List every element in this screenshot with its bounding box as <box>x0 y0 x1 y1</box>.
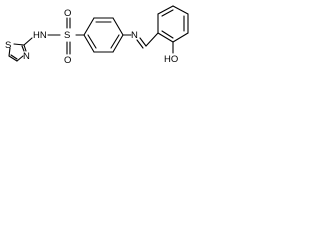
bond-thiazole-nh <box>23 37 33 46</box>
bond-ch-phenol <box>145 32 159 47</box>
benzene-bond-3 <box>112 17 124 36</box>
benzene-inner-bond-b <box>110 34 120 49</box>
thiazole-bond-c4-n <box>16 55 24 62</box>
chemical-structure-diagram: HN S O O N S N HO <box>5 5 189 66</box>
phenol-bond-3 <box>172 5 189 15</box>
bond-n-ch <box>139 37 147 47</box>
thiazole-ring <box>8 43 27 62</box>
label-thiazole-n: N <box>23 51 30 62</box>
phenol-inner-bond-a <box>161 9 174 17</box>
benzene-bond-6 <box>83 34 95 53</box>
label-sulfonamide-nh: HN <box>33 30 47 41</box>
phenol-bond-5 <box>172 32 189 43</box>
label-sulfonyl-o-top: O <box>64 8 71 19</box>
phenol-inner-bond-c <box>161 30 174 39</box>
thiazole-bond-c2-s <box>13 43 25 46</box>
thiazole-bond-n-c2 <box>23 44 27 52</box>
label-hydroxyl: HO <box>164 54 178 65</box>
thiazole-bond-s-c5 <box>8 47 11 57</box>
label-sulfur: S <box>64 30 70 41</box>
thiazole-bond-n-c2-double <box>21 45 25 52</box>
phenol-ring <box>157 5 189 43</box>
phenol-bond-6 <box>157 32 174 43</box>
thiazole-bond-c5-c4 <box>8 55 18 62</box>
benzene-bond-4 <box>112 34 124 53</box>
benzene-inner-bond-c <box>87 34 97 49</box>
benzene-ring-central <box>83 17 124 53</box>
thiazole-bond-c5-c4-double <box>10 54 18 60</box>
benzene-bond-1 <box>83 17 95 36</box>
label-sulfonyl-o-bottom: O <box>64 55 71 66</box>
label-imine-n: N <box>131 30 138 41</box>
label-thiazole-s: S <box>5 40 11 51</box>
bond-n-ch-double <box>136 39 144 49</box>
phenol-bond-2 <box>157 5 174 15</box>
